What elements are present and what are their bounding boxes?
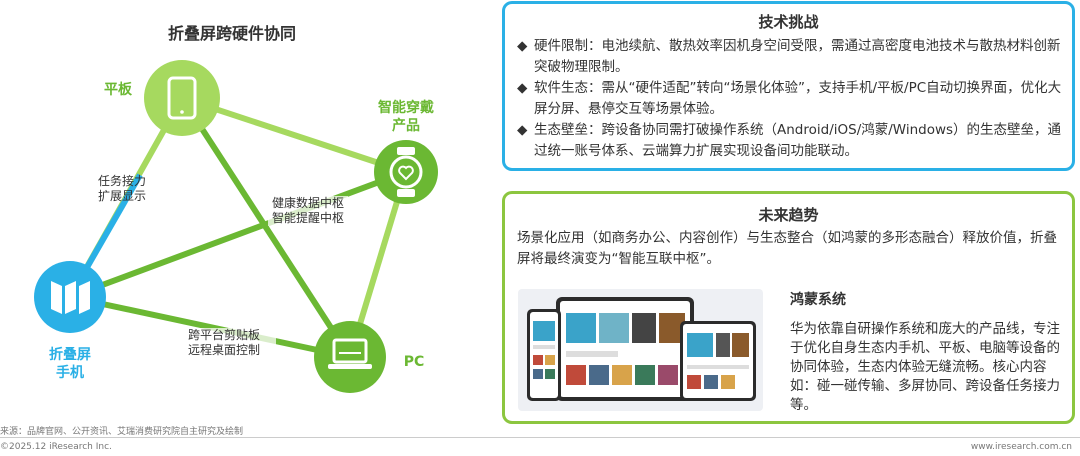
wearable-label: 智能穿戴 产品	[370, 99, 442, 135]
tablet-label: 平板	[98, 81, 138, 99]
edge-tablet-pc	[182, 98, 350, 357]
foldable-phone-icon	[51, 281, 90, 314]
challenge-box: 技术挑战 ◆ 硬件限制：电池续航、散热效率因机身空间受限，需通过高密度电池技术与…	[502, 1, 1075, 171]
harmony-title: 鸿蒙系统	[790, 289, 846, 309]
edge-label-foldable-wearable: 健康数据中枢 智能提醒中枢	[268, 196, 348, 226]
trend-text: 场景化应用（如商务办公、内容创作）与生态整合（如鸿蒙的多形态融合）释放价值，折叠…	[517, 228, 1067, 270]
pc-node	[314, 321, 386, 393]
pc-label: PC	[398, 353, 430, 371]
harmony-text: 华为依靠自研操作系统和庞大的产品线，专注于优化自身生态内手机、平板、电脑等设备的…	[790, 320, 1070, 415]
devices-illustration	[518, 289, 763, 411]
trend-title: 未来趋势	[505, 204, 1072, 225]
foldable-label: 折叠屏 手机	[38, 346, 102, 382]
edge-label-foldable-pc: 跨平台剪贴板 远程桌面控制	[188, 328, 276, 358]
bullet-diamond-icon: ◆	[517, 120, 527, 141]
copyright: ©2025.12 iResearch Inc.	[0, 442, 112, 452]
harmony-devices-image	[518, 289, 763, 411]
footer-divider	[0, 437, 1080, 438]
wearable-node	[374, 140, 438, 204]
bullet-diamond-icon: ◆	[517, 36, 527, 57]
foldable-node	[34, 261, 106, 333]
tablet-node	[144, 60, 220, 136]
challenge-item-ecosystem: ◆ 生态壁垒：跨设备协同需打破操作系统（Android/iOS/鸿蒙/Windo…	[517, 120, 1062, 162]
challenge-title: 技术挑战	[505, 11, 1072, 32]
website-url: www.iresearch.com.cn	[971, 442, 1072, 452]
challenge-item-hardware: ◆ 硬件限制：电池续航、散热效率因机身空间受限，需通过高密度电池技术与散热材料创…	[517, 36, 1062, 78]
trend-box: 未来趋势 场景化应用（如商务办公、内容创作）与生态整合（如鸿蒙的多形态融合）释放…	[502, 191, 1075, 424]
challenge-item-software: ◆ 软件生态：需从“硬件适配”转向“场景化体验”，支持手机/平板/PC自动切换界…	[517, 78, 1062, 120]
edge-label-foldable-tablet: 任务接力 扩展显示	[98, 174, 162, 204]
bullet-diamond-icon: ◆	[517, 78, 527, 99]
source-note: 来源：品牌官网、公开资讯、艾瑞消费研究院自主研究及绘制	[0, 424, 243, 437]
